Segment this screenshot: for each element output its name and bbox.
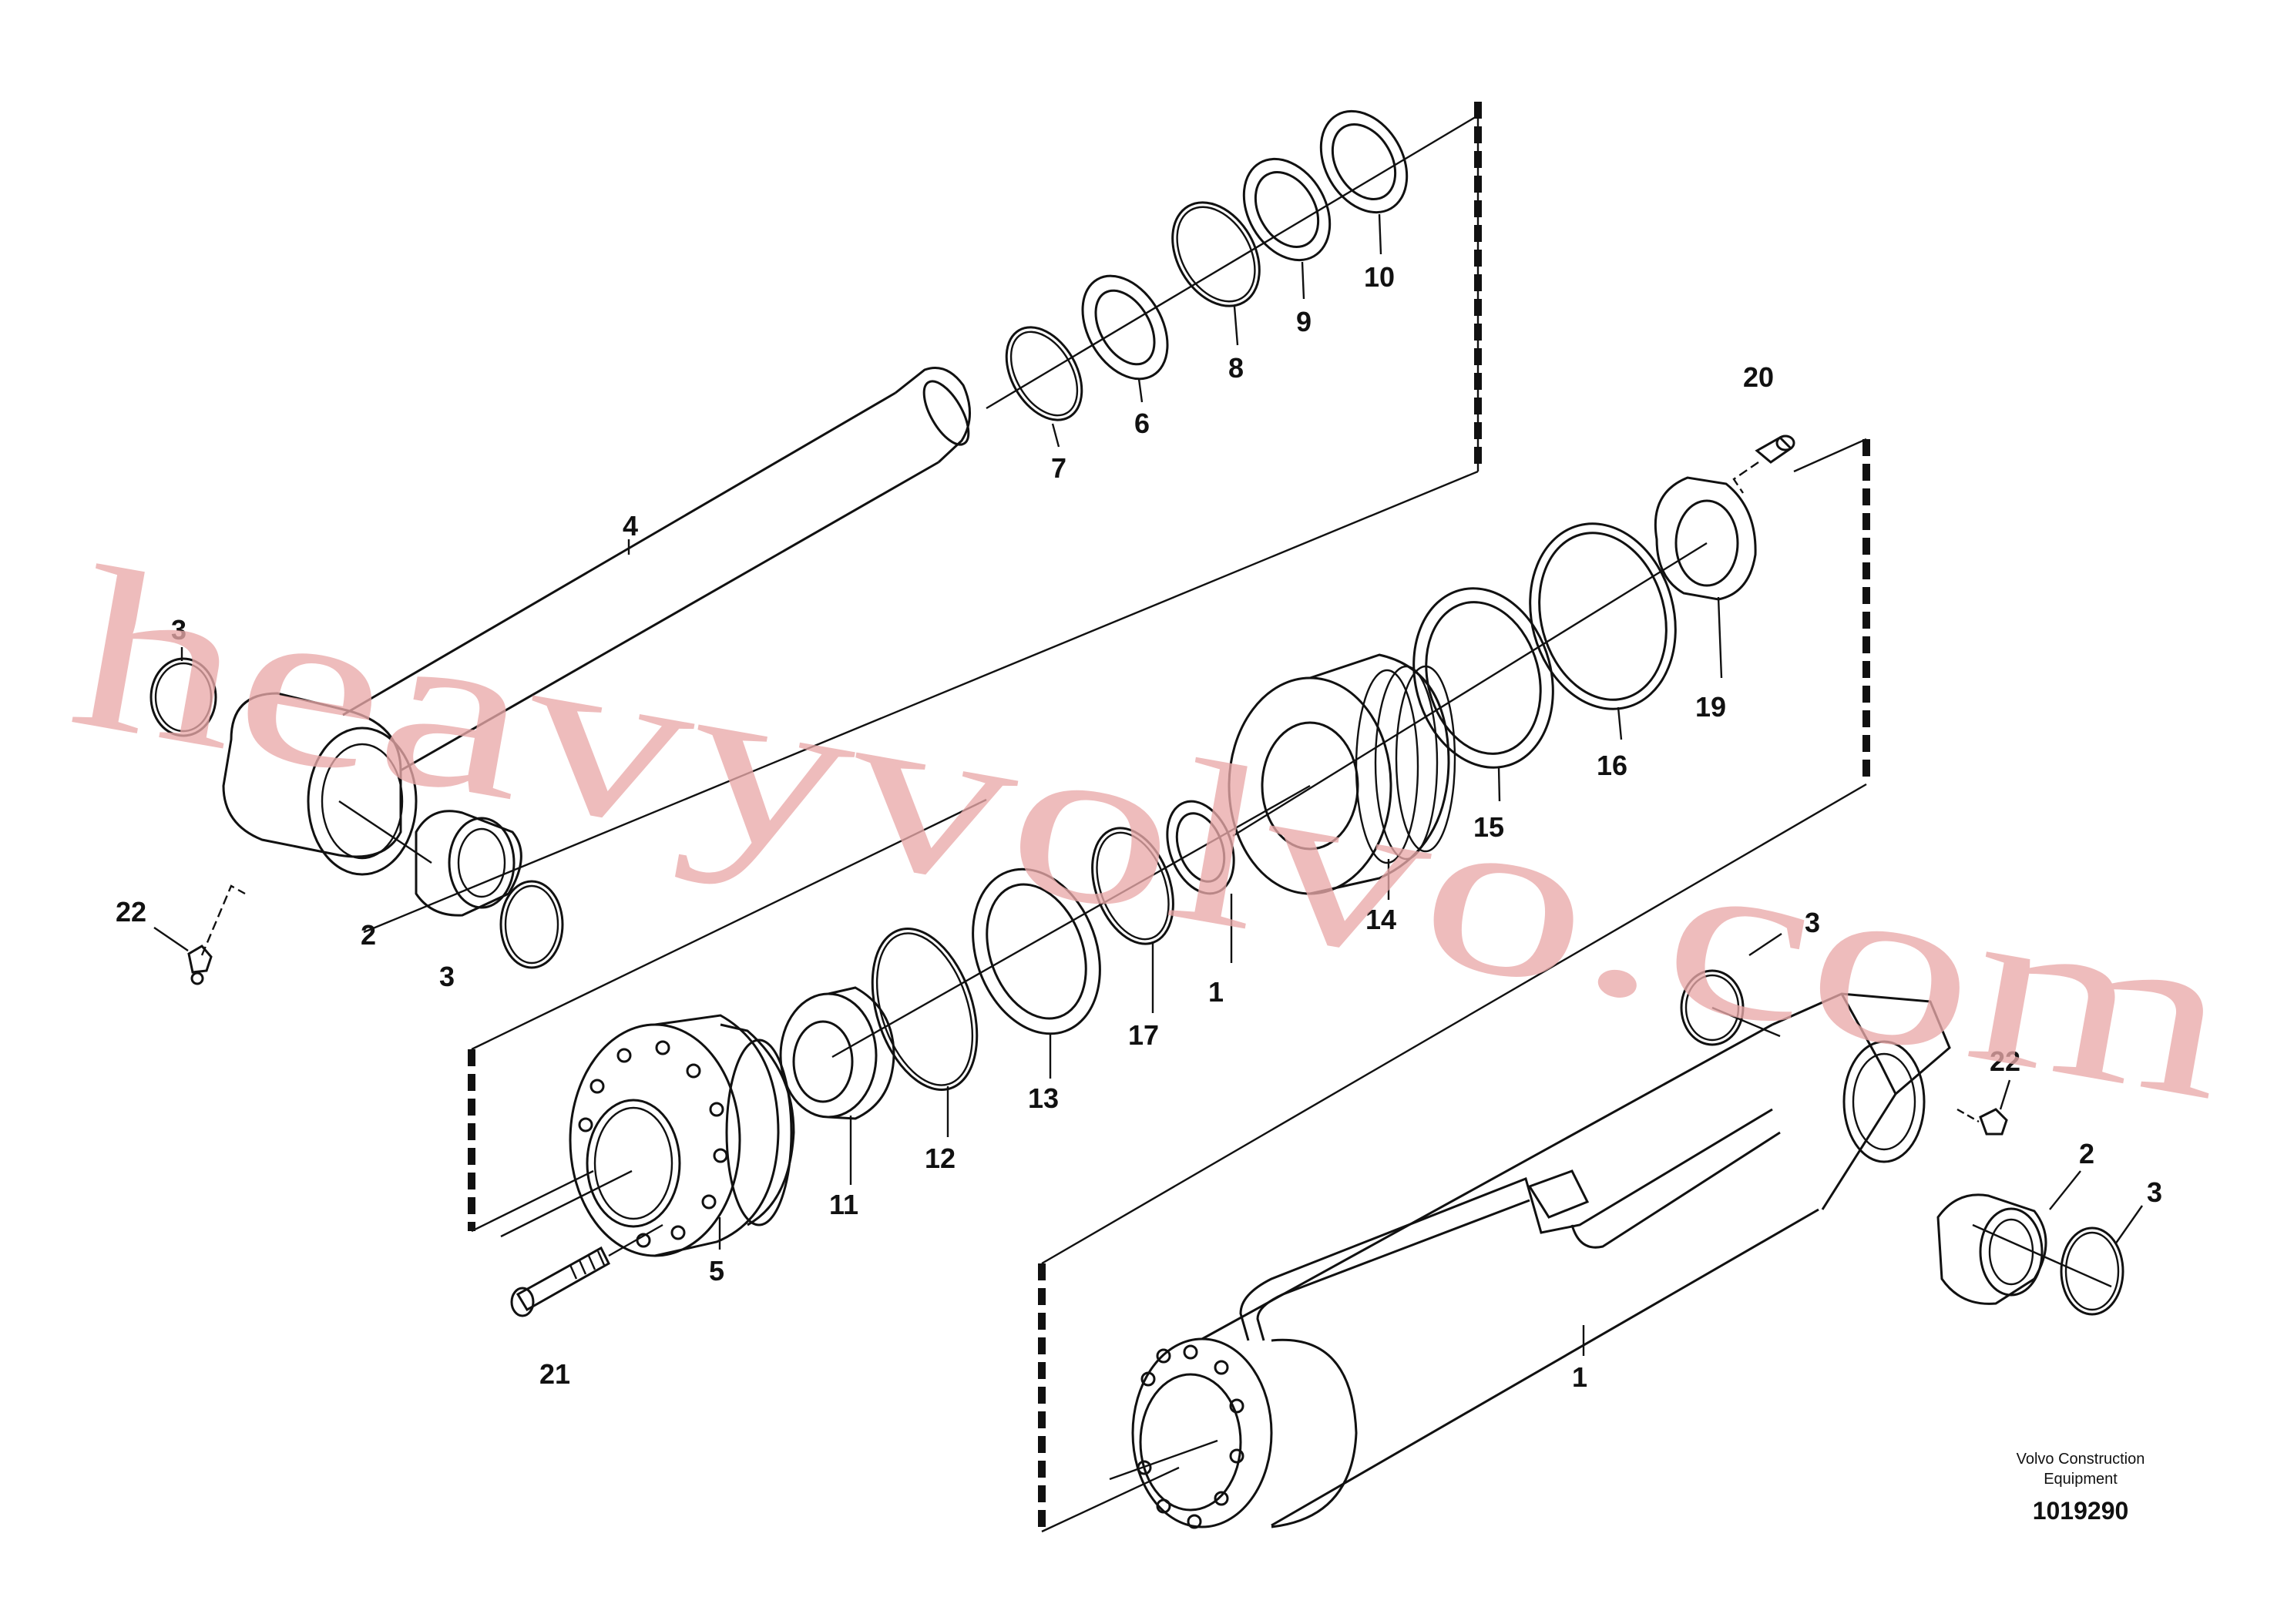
callout-14: 14 <box>1365 904 1396 935</box>
o-ring-3-lower-top <box>1680 969 1781 1046</box>
callout-13: 13 <box>1028 1082 1059 1114</box>
callout-17: 17 <box>1128 1019 1159 1051</box>
callout-3b: 3 <box>439 961 455 992</box>
o-ring-3-upper <box>149 657 217 737</box>
o-ring-3-lower-right <box>1972 1223 2124 1316</box>
callout-5: 5 <box>709 1255 724 1287</box>
socket-bolt <box>510 1223 663 1317</box>
callout-3c: 3 <box>1805 907 1820 938</box>
footer-company-line2: Equipment <box>2044 1471 2118 1488</box>
seal-13 <box>972 867 1101 1035</box>
title-block: Volvo Construction Equipment 1019290 <box>2017 1451 2145 1525</box>
bushing-left <box>415 810 522 917</box>
callout-19: 19 <box>1695 691 1726 723</box>
backup-ring-18 <box>1166 800 1235 895</box>
callout-4: 4 <box>623 510 638 542</box>
seal-16 <box>1529 522 1677 710</box>
set-screw <box>1732 435 1795 494</box>
frame-middle <box>468 438 1870 1265</box>
frame-upper <box>363 102 1482 934</box>
callout-1b: 1 <box>1572 1361 1587 1393</box>
callout-22b: 22 <box>1990 1045 2020 1077</box>
callout-22a: 22 <box>116 896 146 928</box>
callout-1a: 1 <box>1208 976 1224 1008</box>
callout-9: 9 <box>1296 306 1312 337</box>
callout-2a: 2 <box>361 919 376 951</box>
callout-20: 20 <box>1743 361 1774 393</box>
callout-3: 3 <box>171 614 186 646</box>
callout-2b: 2 <box>2079 1138 2094 1169</box>
callout-8: 8 <box>1228 352 1244 384</box>
cylinder-head <box>500 1014 795 1257</box>
callout-labels: 4 3 7 6 8 9 10 20 19 16 15 14 1 17 13 12… <box>116 261 2162 1393</box>
callout-15: 15 <box>1473 811 1504 843</box>
footer-company-line1: Volvo Construction <box>2017 1451 2145 1468</box>
seal-12 <box>871 928 979 1091</box>
leader-lines <box>153 213 2143 1356</box>
callout-21: 21 <box>539 1358 570 1390</box>
frame-lower <box>1038 1263 1180 1533</box>
axis-middle <box>831 784 1311 1059</box>
callout-16: 16 <box>1597 750 1627 781</box>
watermark: heavyvolvo.com <box>56 518 2249 1149</box>
grease-nipple-left <box>187 884 246 985</box>
cylinder-tube <box>1109 992 1951 1529</box>
callout-11: 11 <box>829 1189 858 1220</box>
callout-3d: 3 <box>2147 1176 2162 1208</box>
piston-rod <box>222 367 971 876</box>
seal-stack-rod <box>986 109 1479 421</box>
callout-12: 12 <box>925 1143 956 1174</box>
drawing-number: 1019290 <box>2033 1497 2129 1525</box>
o-ring-3-lower-left <box>499 880 564 969</box>
callout-7: 7 <box>1051 452 1066 484</box>
callout-10: 10 <box>1364 261 1395 293</box>
grease-nipple-right <box>1956 1108 2008 1136</box>
wear-ring-15 <box>1412 587 1554 769</box>
callout-6: 6 <box>1134 408 1150 439</box>
lock-nut <box>1232 476 1757 837</box>
